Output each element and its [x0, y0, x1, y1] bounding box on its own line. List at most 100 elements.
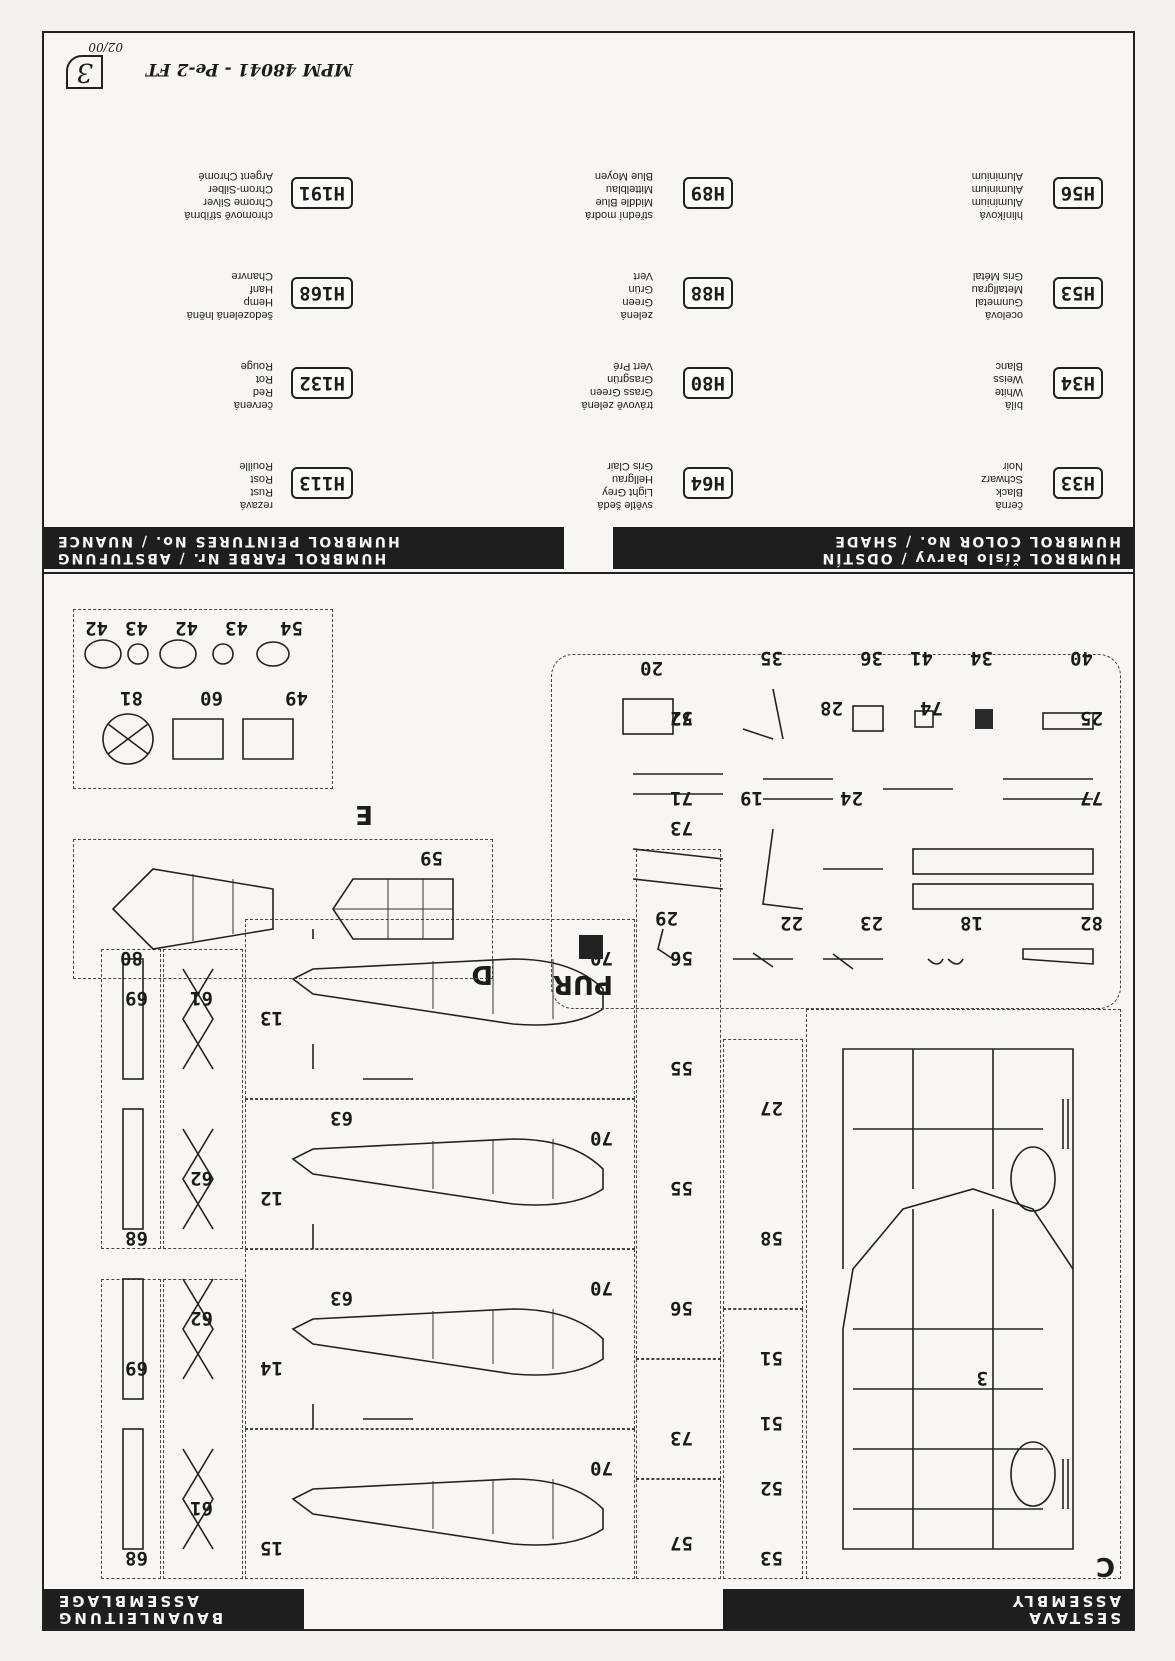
part-58: 58 — [760, 1227, 783, 1249]
color-name: Black — [996, 486, 1023, 498]
color-name: Grün — [628, 283, 653, 295]
part-61b: 61 — [190, 987, 213, 1009]
part-77: 77 — [1080, 787, 1103, 809]
part-19: 19 — [740, 787, 763, 809]
color-code-h113: H113 — [291, 467, 353, 499]
part-34: 34 — [970, 647, 993, 669]
part-13: 13 — [260, 1007, 283, 1029]
color-name: Rouille — [239, 460, 273, 472]
color-name: rezavá — [239, 499, 273, 511]
color-name: Hellgrau — [612, 473, 653, 485]
color-name: bílá — [1005, 399, 1023, 411]
color-code-h168: H168 — [291, 277, 353, 309]
part-63b: 63 — [330, 1107, 353, 1129]
color-name: Rust — [250, 486, 273, 498]
palette-header-de-fr: HUMBROL FARBE Nr. / ABSTUFUNG HUMBROL PE… — [44, 527, 564, 569]
part-12: 12 — [260, 1187, 283, 1209]
part-82: 82 — [1080, 912, 1103, 934]
color-name: Mittelblau — [605, 183, 653, 195]
part-70b: 70 — [590, 1277, 613, 1299]
pur-parts-drawing — [622, 688, 1094, 970]
part-59: 59 — [420, 847, 443, 869]
part-40: 40 — [1070, 647, 1093, 669]
part-49: 49 — [285, 687, 308, 709]
color-name: chromově stříbrná — [184, 209, 273, 221]
color-name: Light Grey — [602, 486, 653, 498]
page-number: 3 — [66, 55, 103, 89]
part-68b: 68 — [125, 1227, 148, 1249]
assembly-header-cz-en: SESTAVA ASSEMBLY — [723, 1589, 1133, 1629]
palette-label-de: HUMBROL FARBE Nr. / ABSTUFUNG — [56, 550, 387, 566]
color-name: střední modrá — [585, 209, 653, 221]
color-name: Green — [622, 296, 653, 308]
part-72: 72 — [670, 707, 693, 729]
color-name: White — [994, 386, 1023, 398]
part-53: 53 — [760, 1547, 783, 1569]
color-name: Gris Clair — [607, 460, 653, 472]
assembly-label-de: BAUANLEITUNG — [56, 1609, 224, 1627]
part-14: 14 — [260, 1357, 283, 1379]
part-24: 24 — [840, 787, 863, 809]
part-54: 54 — [280, 617, 303, 639]
fuselage-drawings — [291, 929, 604, 1546]
sprue-c-57a — [636, 1479, 721, 1579]
color-name: Argent Chromé — [198, 170, 273, 182]
palette-label-fr: HUMBROL PEINTURES No. / NUANCE — [56, 533, 400, 549]
color-name: Gris Métal — [972, 270, 1023, 282]
part-69b: 69 — [125, 987, 148, 1009]
part-27: 27 — [760, 1097, 783, 1119]
assembly-header-de-fr: BAUANLEITUNG ASSEMBLAGE — [44, 1589, 304, 1629]
part-29: 29 — [655, 907, 678, 929]
color-name: Schwarz — [980, 473, 1023, 485]
color-name: Grasgrün — [607, 373, 653, 385]
color-name: Grass Green — [590, 386, 653, 398]
sprue-c-small-b — [723, 1039, 803, 1309]
color-name: Blue Moyen — [594, 170, 653, 182]
part-81: 81 — [120, 687, 143, 709]
part-22: 22 — [780, 912, 803, 934]
color-code-h56: H56 — [1052, 177, 1103, 209]
color-code-h88: H88 — [682, 277, 733, 309]
assembly-label-cz: SESTAVA — [1026, 1609, 1121, 1627]
part-25: 25 — [1080, 707, 1103, 729]
part-15: 15 — [260, 1537, 283, 1559]
part-23: 23 — [860, 912, 883, 934]
part-41: 41 — [910, 647, 933, 669]
color-name: zelená — [620, 309, 653, 321]
part-51b: 51 — [760, 1347, 783, 1369]
part-55b: 55 — [670, 1057, 693, 1079]
color-name: Aluminium — [971, 183, 1023, 195]
part-74: 74 — [920, 697, 943, 719]
part-28: 28 — [820, 697, 843, 719]
part-43a: 43 — [225, 617, 248, 639]
color-code-h80: H80 — [682, 367, 733, 399]
page-frame: SESTAVA ASSEMBLY BAUANLEITUNG ASSEMBLAGE… — [42, 31, 1135, 1631]
color-name: Hemp — [243, 296, 273, 308]
part-69a: 69 — [125, 1357, 148, 1379]
color-name: Aluminium — [971, 196, 1023, 208]
color-name: Rouge — [240, 360, 273, 372]
part-61a: 61 — [190, 1497, 213, 1519]
part-35: 35 — [760, 647, 783, 669]
part-42b: 42 — [85, 617, 108, 639]
color-name: Vert — [633, 270, 653, 282]
color-name: Metallgrau — [971, 283, 1023, 295]
color-name: Rost — [250, 473, 273, 485]
color-name: světle šedá — [597, 499, 653, 511]
part-57a: 57 — [670, 1532, 693, 1554]
color-name: Middle Blue — [595, 196, 653, 208]
color-name: Blanc — [995, 360, 1023, 372]
color-name: Noir — [1002, 460, 1023, 472]
part-42a: 42 — [175, 617, 198, 639]
part-80: 80 — [120, 947, 143, 969]
part-63a: 63 — [330, 1287, 353, 1309]
